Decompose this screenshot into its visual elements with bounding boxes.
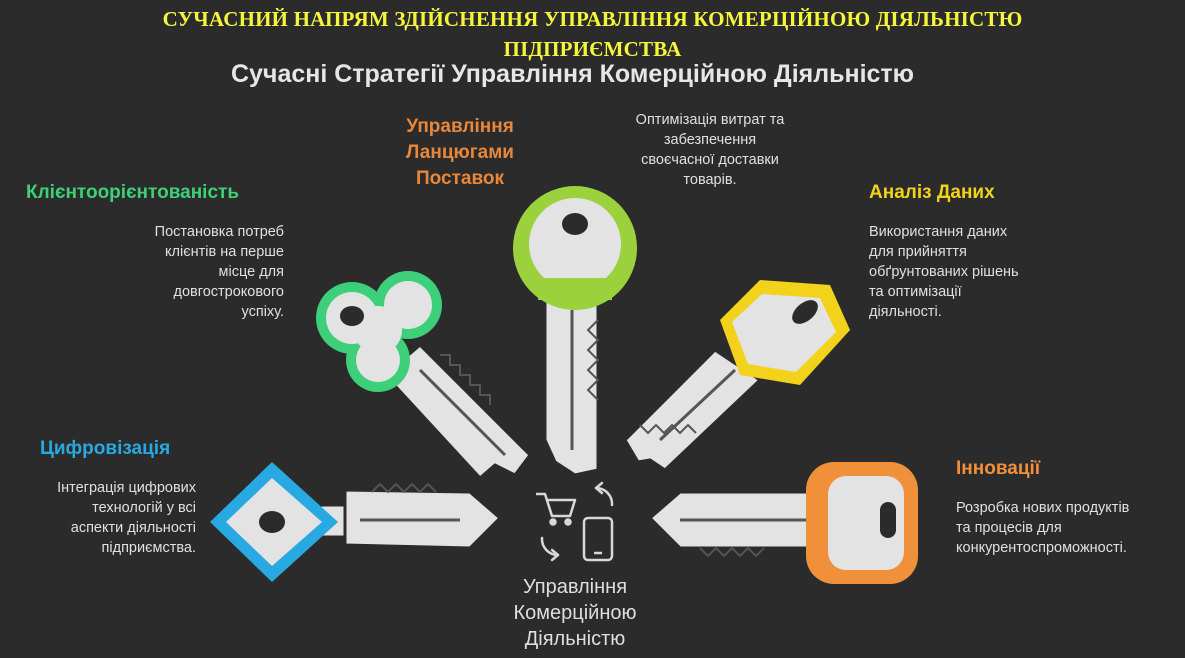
- innovation-desc-line: та процесів для: [956, 520, 1062, 536]
- diagram-title: Сучасні Стратегії Управління Комерційною…: [230, 60, 915, 88]
- innovation-desc: Розробка нових продуктів та процесів для…: [956, 498, 1184, 558]
- supply-desc-line: забезпечення: [663, 132, 757, 148]
- key-data: [623, 280, 850, 472]
- innovation-desc-line: Розробка нових продуктів: [956, 500, 1130, 516]
- shopping-cart-icon: [536, 492, 577, 526]
- data-desc-line: обґрунтованих рішень: [869, 264, 1019, 280]
- key-supply: [513, 186, 637, 477]
- center-label-line-2: Комерційною: [513, 602, 637, 624]
- innovation-title: Інновації: [956, 458, 1041, 479]
- customer-title: Клієнтоорієнтованість: [26, 182, 239, 203]
- digitalization-desc-line: підприємства.: [101, 540, 196, 556]
- banner-line-1: СУЧАСНИЙ НАПРЯМ ЗДІЙСНЕННЯ УПРАВЛІННЯ КО…: [162, 7, 1023, 31]
- digitalization-desc-line: технологій у всі: [92, 500, 196, 516]
- customer-desc-line: довгострокового: [173, 284, 285, 300]
- data-desc: Використання даних для прийняття обґрунт…: [869, 222, 1079, 322]
- supply-title-line: Ланцюгами: [406, 142, 514, 163]
- center-label: Управління Комерційною Діяльністю: [470, 574, 680, 652]
- data-title: Аналіз Даних: [869, 182, 995, 203]
- key-customer: [316, 271, 532, 481]
- data-desc-line: та оптимізації: [869, 284, 962, 300]
- data-desc-line: Використання даних: [869, 224, 1008, 240]
- supply-title: Управління Ланцюгами Поставок: [370, 114, 550, 192]
- supply-title-line: Поставок: [416, 168, 504, 189]
- center-label-line-1: Управління: [522, 576, 628, 598]
- innovation-desc-line: конкурентоспроможності.: [956, 540, 1127, 556]
- key-innovation: [647, 462, 918, 584]
- cycle-arrows-icon: [540, 481, 614, 562]
- supply-desc-line: своєчасної доставки: [641, 152, 779, 168]
- customer-desc-line: клієнтів на перше: [165, 244, 284, 260]
- center-label-line-3: Діяльністю: [524, 628, 626, 650]
- digitalization-desc: Інтеграція цифрових технологій у всі асп…: [0, 478, 196, 558]
- digitalization-title: Цифровізація: [40, 438, 171, 459]
- page-banner: СУЧАСНИЙ НАПРЯМ ЗДІЙСНЕННЯ УПРАВЛІННЯ КО…: [0, 4, 1185, 64]
- key-digitalization: [210, 462, 503, 582]
- supply-desc: Оптимізація витрат та забезпечення своєч…: [600, 110, 820, 190]
- banner-line-2: ПІДПРИЄМСТВА: [503, 37, 682, 61]
- customer-desc: Постановка потреб клієнтів на перше місц…: [80, 222, 284, 322]
- data-desc-line: діяльності.: [869, 304, 942, 320]
- data-desc-line: для прийняття: [869, 244, 967, 260]
- customer-desc-line: місце для: [218, 264, 284, 280]
- customer-desc-line: успіху.: [241, 304, 285, 320]
- customer-desc-line: Постановка потреб: [154, 224, 284, 240]
- supply-desc-line: товарів.: [683, 172, 737, 188]
- supply-desc-line: Оптимізація витрат та: [635, 112, 785, 128]
- digitalization-desc-line: аспекти діяльності: [70, 520, 196, 536]
- digitalization-desc-line: Інтеграція цифрових: [57, 480, 196, 496]
- supply-title-line: Управління: [406, 116, 514, 137]
- smartphone-icon: [582, 516, 614, 562]
